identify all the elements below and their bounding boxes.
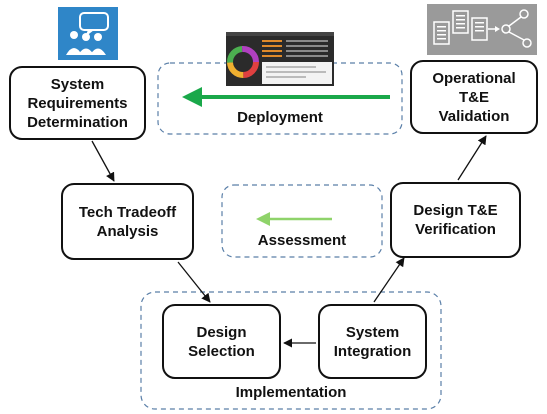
implementation-group-outline [140,291,442,410]
tech-tradeoff-label: Tech Tradeoff Analysis [78,203,177,240]
documents-network-icon [427,4,537,55]
system-requirements-box: System Requirements Determination [9,66,146,140]
system-integration-box: System Integration [318,304,427,379]
arrow-verification-to-validation [457,135,487,181]
deployment-label: Deployment [237,109,323,126]
assessment-group-outline [221,184,383,258]
design-verification-label: Design T&E Verification [413,202,498,238]
system-requirements-label: System Requirements Determination [27,75,128,131]
arrow-tradeoff-to-selection [177,261,211,303]
arrow-integration-to-verification [373,257,405,303]
design-selection-box: Design Selection [162,304,281,379]
tech-tradeoff-box: Tech Tradeoff Analysis [61,183,194,260]
dashboard-screenshot-icon [226,32,334,86]
design-verification-box: Design T&E Verification [390,182,521,258]
assessment-label: Assessment [257,232,347,249]
operational-validation-label: Operational T&E Validation [432,69,516,125]
implementation-label: Implementation [235,384,347,401]
operational-validation-box: Operational T&E Validation [410,60,538,134]
assessment-arrow [256,212,332,226]
system-integration-label: System Integration [333,323,412,360]
arrow-requirements-to-tradeoff [91,140,115,182]
design-selection-label: Design Selection [188,323,255,360]
user-group-chat-icon [58,7,118,60]
deployment-arrow [182,87,390,107]
